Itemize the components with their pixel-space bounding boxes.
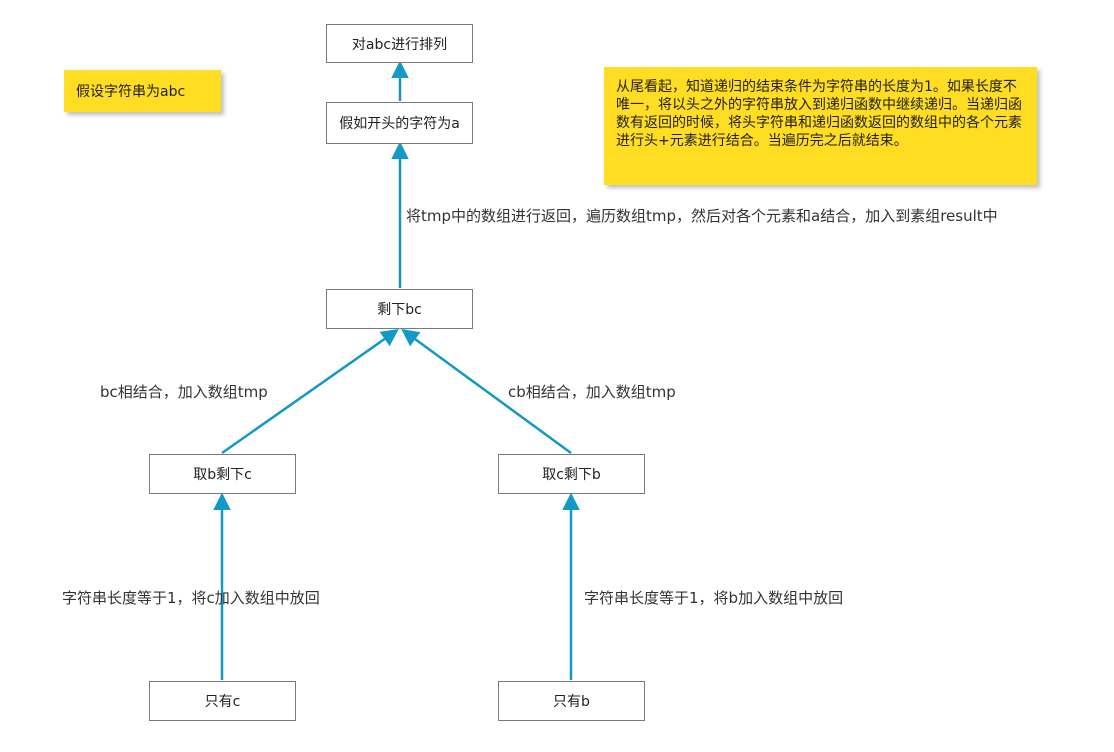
edge-label-cb-combine: cb相结合，加入数组tmp — [508, 383, 676, 401]
node-sort-abc-label: 对abc进行排列 — [351, 36, 448, 53]
node-only-b[interactable]: 只有b — [498, 681, 645, 721]
node-only-b-label: 只有b — [553, 694, 590, 710]
node-first-char-a-label: 假如开头的字符为a — [339, 116, 460, 132]
node-take-b-remain-c-label: 取b剩下c — [193, 467, 252, 483]
note-explanation[interactable]: 从尾看起，知道递归的结束条件为字符串的长度为1。如果长度不唯一，将以头之外的字符… — [604, 67, 1037, 185]
note-assume-string[interactable]: 假设字符串为abc — [64, 70, 221, 112]
node-only-c-label: 只有c — [204, 694, 241, 710]
node-remain-bc-label: 剩下bc — [377, 302, 422, 318]
node-take-b-remain-c[interactable]: 取b剩下c — [149, 454, 296, 494]
arrow-take-b-to-remain-bc — [221, 328, 399, 455]
edge-label-length-one-c: 字符串长度等于1，将c加入数组中放回 — [62, 589, 320, 607]
node-take-c-remain-b-label: 取c剩下b — [542, 467, 601, 483]
node-first-char-a[interactable]: 假如开头的字符为a — [326, 102, 473, 144]
node-sort-abc[interactable]: 对abc进行排列 — [326, 24, 473, 63]
node-remain-bc[interactable]: 剩下bc — [326, 289, 473, 329]
edge-label-return-tmp: 将tmp中的数组进行返回，遍历数组tmp，然后对各个元素和a结合，加入到素组re… — [406, 207, 998, 225]
node-only-c[interactable]: 只有c — [149, 681, 296, 721]
arrow-take-c-to-remain-bc — [401, 328, 572, 455]
edge-label-bc-combine: bc相结合，加入数组tmp — [100, 383, 268, 401]
node-take-c-remain-b[interactable]: 取c剩下b — [498, 454, 645, 494]
edge-label-length-one-b: 字符串长度等于1，将b加入数组中放回 — [584, 589, 844, 607]
note-assume-string-text: 假设字符串为abc — [76, 84, 186, 100]
note-explanation-text: 从尾看起，知道递归的结束条件为字符串的长度为1。如果长度不唯一，将以头之外的字符… — [616, 79, 1022, 149]
